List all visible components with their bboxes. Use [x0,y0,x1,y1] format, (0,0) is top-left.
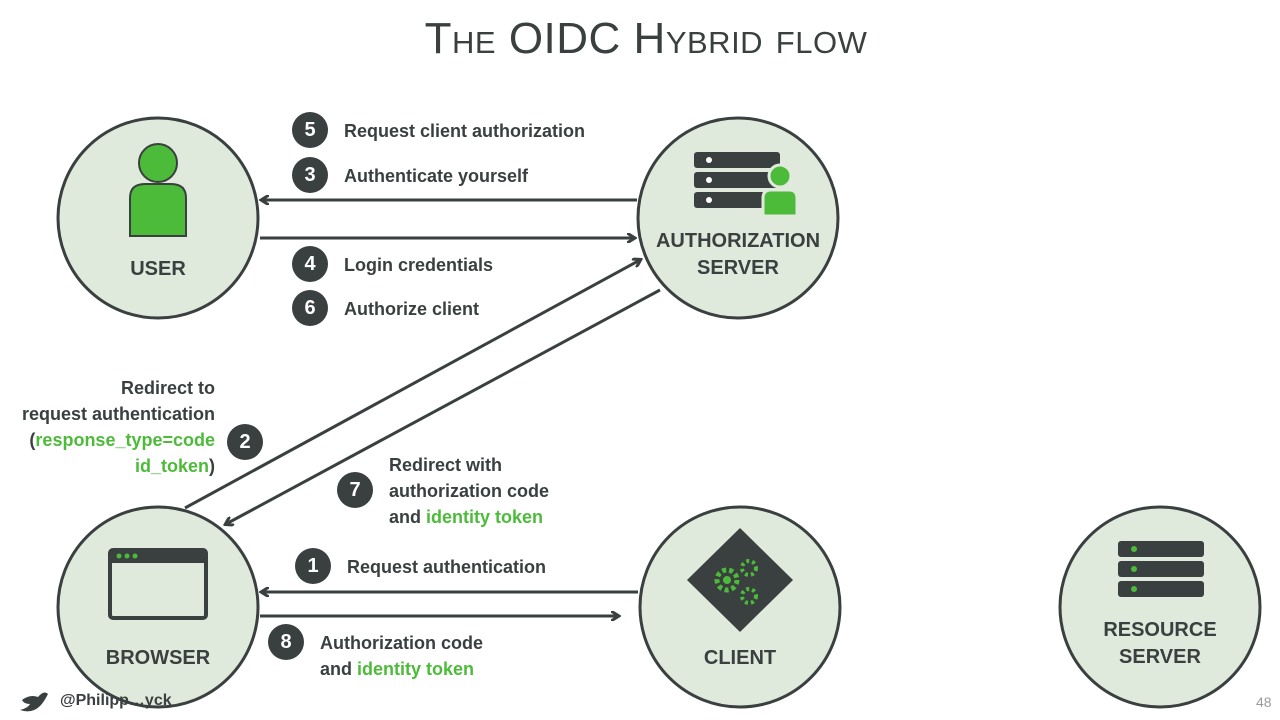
step-7-line-3: and identity token [389,504,549,530]
step-number-8: 8 [280,631,292,653]
resource-server-label-line-1: RESOURCE [1103,619,1217,641]
twitter-icon [20,692,48,712]
browser-window-icon [108,548,208,620]
slide-title: The OIDC Hybrid flow [424,14,868,63]
server-icon [1118,541,1204,597]
step-8-identity-token: identity token [357,659,475,679]
step-text-4: Login credentials [344,255,494,275]
step-badge-3 [292,157,328,193]
step-badge-2 [227,424,263,460]
step-2-line-2: request authentication [21,404,215,424]
step-badge-6 [292,290,328,326]
step-2-response-type: response_type=code [35,430,215,450]
step-number-4: 4 [304,253,316,275]
client-label: CLIENT [703,647,777,669]
step-badge-5 [292,112,328,148]
auth-server-label-line-2: SERVER [697,257,779,279]
step-number-6: 6 [304,297,316,319]
step-text-2: Redirect to request authentication (resp… [0,375,215,479]
step-badge-7 [337,472,373,508]
step-7-and: and [389,507,427,527]
step-8-line-2: and identity token [320,656,483,682]
step-2-line-3: (response_type=code [0,427,215,453]
step-7-identity-token: identity token [426,507,544,527]
step-number-3: 3 [304,164,316,186]
page-number: 48 [1256,694,1272,710]
step-7-line-2: authorization code [389,481,550,501]
step-text-3: Authenticate yourself [344,166,529,186]
step-badge-1 [295,548,331,584]
user-icon [129,143,187,237]
twitter-handle: @Philipp…yck [60,692,172,709]
user-label: USER [130,258,186,280]
step-number-5: 5 [304,119,316,141]
step-number-1: 1 [307,555,319,577]
step-badge-4 [292,246,328,282]
step-text-6: Authorize client [344,299,480,319]
step-text-1: Request authentication [347,557,547,577]
resource-server-node [1058,505,1262,709]
browser-node [56,505,260,709]
step-2-line-4: id_token) [0,453,215,479]
step-number-2: 2 [239,431,251,453]
auth-server-label-line-1: AUTHORIZATION [655,230,821,252]
step-8-and: and [320,659,358,679]
step-2-paren-open: ( [29,430,36,450]
browser-label: BROWSER [105,647,211,669]
step-2-id-token: id_token [134,456,209,476]
step-7-line-1: Redirect with [389,455,503,475]
auth-server-node [636,116,840,320]
gears-icon [687,528,793,632]
step-number-7: 7 [349,479,361,501]
auth-server-label: AUTHORIZATION SERVER [638,228,838,282]
step-text-7: Redirect with authorization code and ide… [389,452,549,530]
step-badge-8 [268,624,304,660]
server-user-icon [694,152,799,218]
step-text-5: Request client authorization [344,121,586,141]
step-2-line-1: Redirect to [120,378,215,398]
step-2-paren-close: ) [209,456,215,476]
arrow-auth-to-browser [226,288,661,524]
step-8-line-1: Authorization code [320,633,483,653]
resource-server-label-line-2: SERVER [1119,646,1201,668]
resource-server-label: RESOURCE SERVER [1080,617,1240,671]
arrow-browser-to-auth [184,260,640,510]
step-text-8: Authorization code and identity token [320,630,483,682]
